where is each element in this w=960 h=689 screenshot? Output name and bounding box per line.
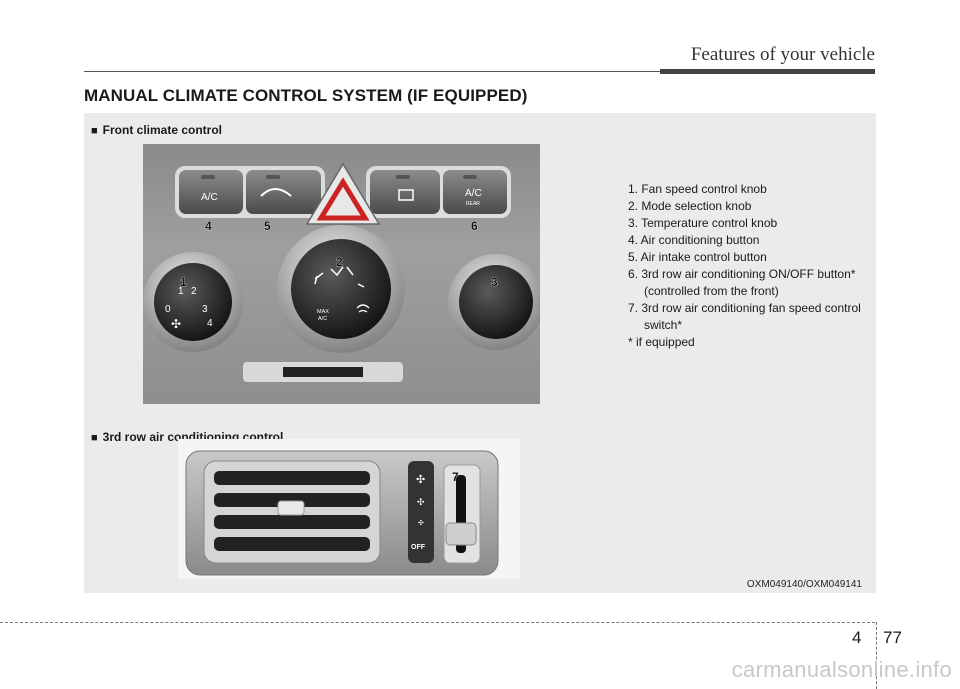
rear-defrost-button [370,170,440,214]
bi-level-icon [330,266,354,277]
svg-text:3: 3 [202,304,208,315]
legend-item: 1. Fan speed control knob [628,182,767,196]
fan-low-icon: ✣ [418,519,424,527]
legend-item: 5. Air intake control button [628,250,767,264]
rear-ac-svg: ✣ ✣ ✣ OFF 7 [185,450,499,576]
hazard-icon [316,177,370,221]
fan-high-icon: ✣ [416,473,425,486]
legend-item: 3. Temperature control knob [628,216,778,230]
fan-medium-icon: ✣ [417,498,425,508]
rear-ac-illustration: ✣ ✣ ✣ OFF 7 [178,439,520,579]
rear-ac-button [443,170,507,214]
legend-footnote: * if equipped [628,335,695,349]
fan-speed-switch [445,522,477,546]
component-legend: 1. Fan speed control knob 2. Mode select… [628,181,861,351]
footer-rule [0,622,875,623]
front-climate-svg: A/C A/C REAR 0 1 2 3 4 ✣ MAX A/C [143,162,544,382]
legend-item: 7. 3rd row air conditioning fan speed co… [628,301,861,315]
front-climate-illustration: A/C A/C REAR 0 1 2 3 4 ✣ MAX A/C [143,144,544,404]
legend-item: 4. Air conditioning button [628,233,760,247]
footer-divider [876,622,877,689]
svg-text:4: 4 [207,318,213,329]
page-title: MANUAL CLIMATE CONTROL SYSTEM (IF EQUIPP… [84,86,528,105]
vent-louvers [214,471,370,551]
section-title: Features of your vehicle [690,44,875,65]
svg-text:0: 0 [165,304,171,315]
callout-1: 1 [180,275,187,289]
recirculation-icon [260,188,292,197]
face-vent-icon [314,272,324,285]
ac-button [179,170,243,214]
temperature-knob [459,265,533,339]
vent-tab [277,500,305,516]
legend-item: 6. 3rd row air conditioning ON/OFF butto… [628,267,856,281]
figure-code: OXM049140/OXM049141 [746,579,862,590]
front-caption: ■Front climate control [91,123,222,137]
callout-5: 5 [264,219,271,233]
svg-text:REAR: REAR [466,201,480,207]
rear-defrost-icon [398,189,414,201]
legend-item-continued: (controlled from the front) [644,284,779,298]
chapter-number: 4 [852,628,862,647]
page-number: 77 [883,628,902,647]
floor-vent-icon [357,283,365,288]
callout-6: 6 [471,219,478,233]
callout-3: 3 [491,275,498,289]
svg-text:OFF: OFF [411,544,426,551]
svg-text:A/C: A/C [465,188,482,199]
watermark: carmanualsonline.info [731,657,952,682]
callout-7: 7 [452,470,459,484]
legend-item: 2. Mode selection knob [628,199,752,213]
header-rule-accent [660,69,875,74]
svg-text:1: 1 [178,286,184,297]
svg-text:MAX: MAX [317,309,329,315]
figure-panel: ■Front climate control [84,113,876,593]
header-rule [84,71,875,72]
defrost-icon [356,304,370,313]
square-bullet-icon: ■ [91,125,98,137]
callout-4: 4 [205,219,212,233]
svg-text:2: 2 [191,286,197,297]
fan-icon: ✣ [171,317,181,331]
svg-text:A/C: A/C [318,316,327,322]
svg-text:A/C: A/C [201,192,218,203]
fan-speed-knob [154,263,232,341]
mode-selection-knob [291,239,391,339]
legend-item-continued: switch* [644,318,683,332]
callout-2: 2 [336,255,343,269]
square-bullet-icon: ■ [91,432,98,444]
